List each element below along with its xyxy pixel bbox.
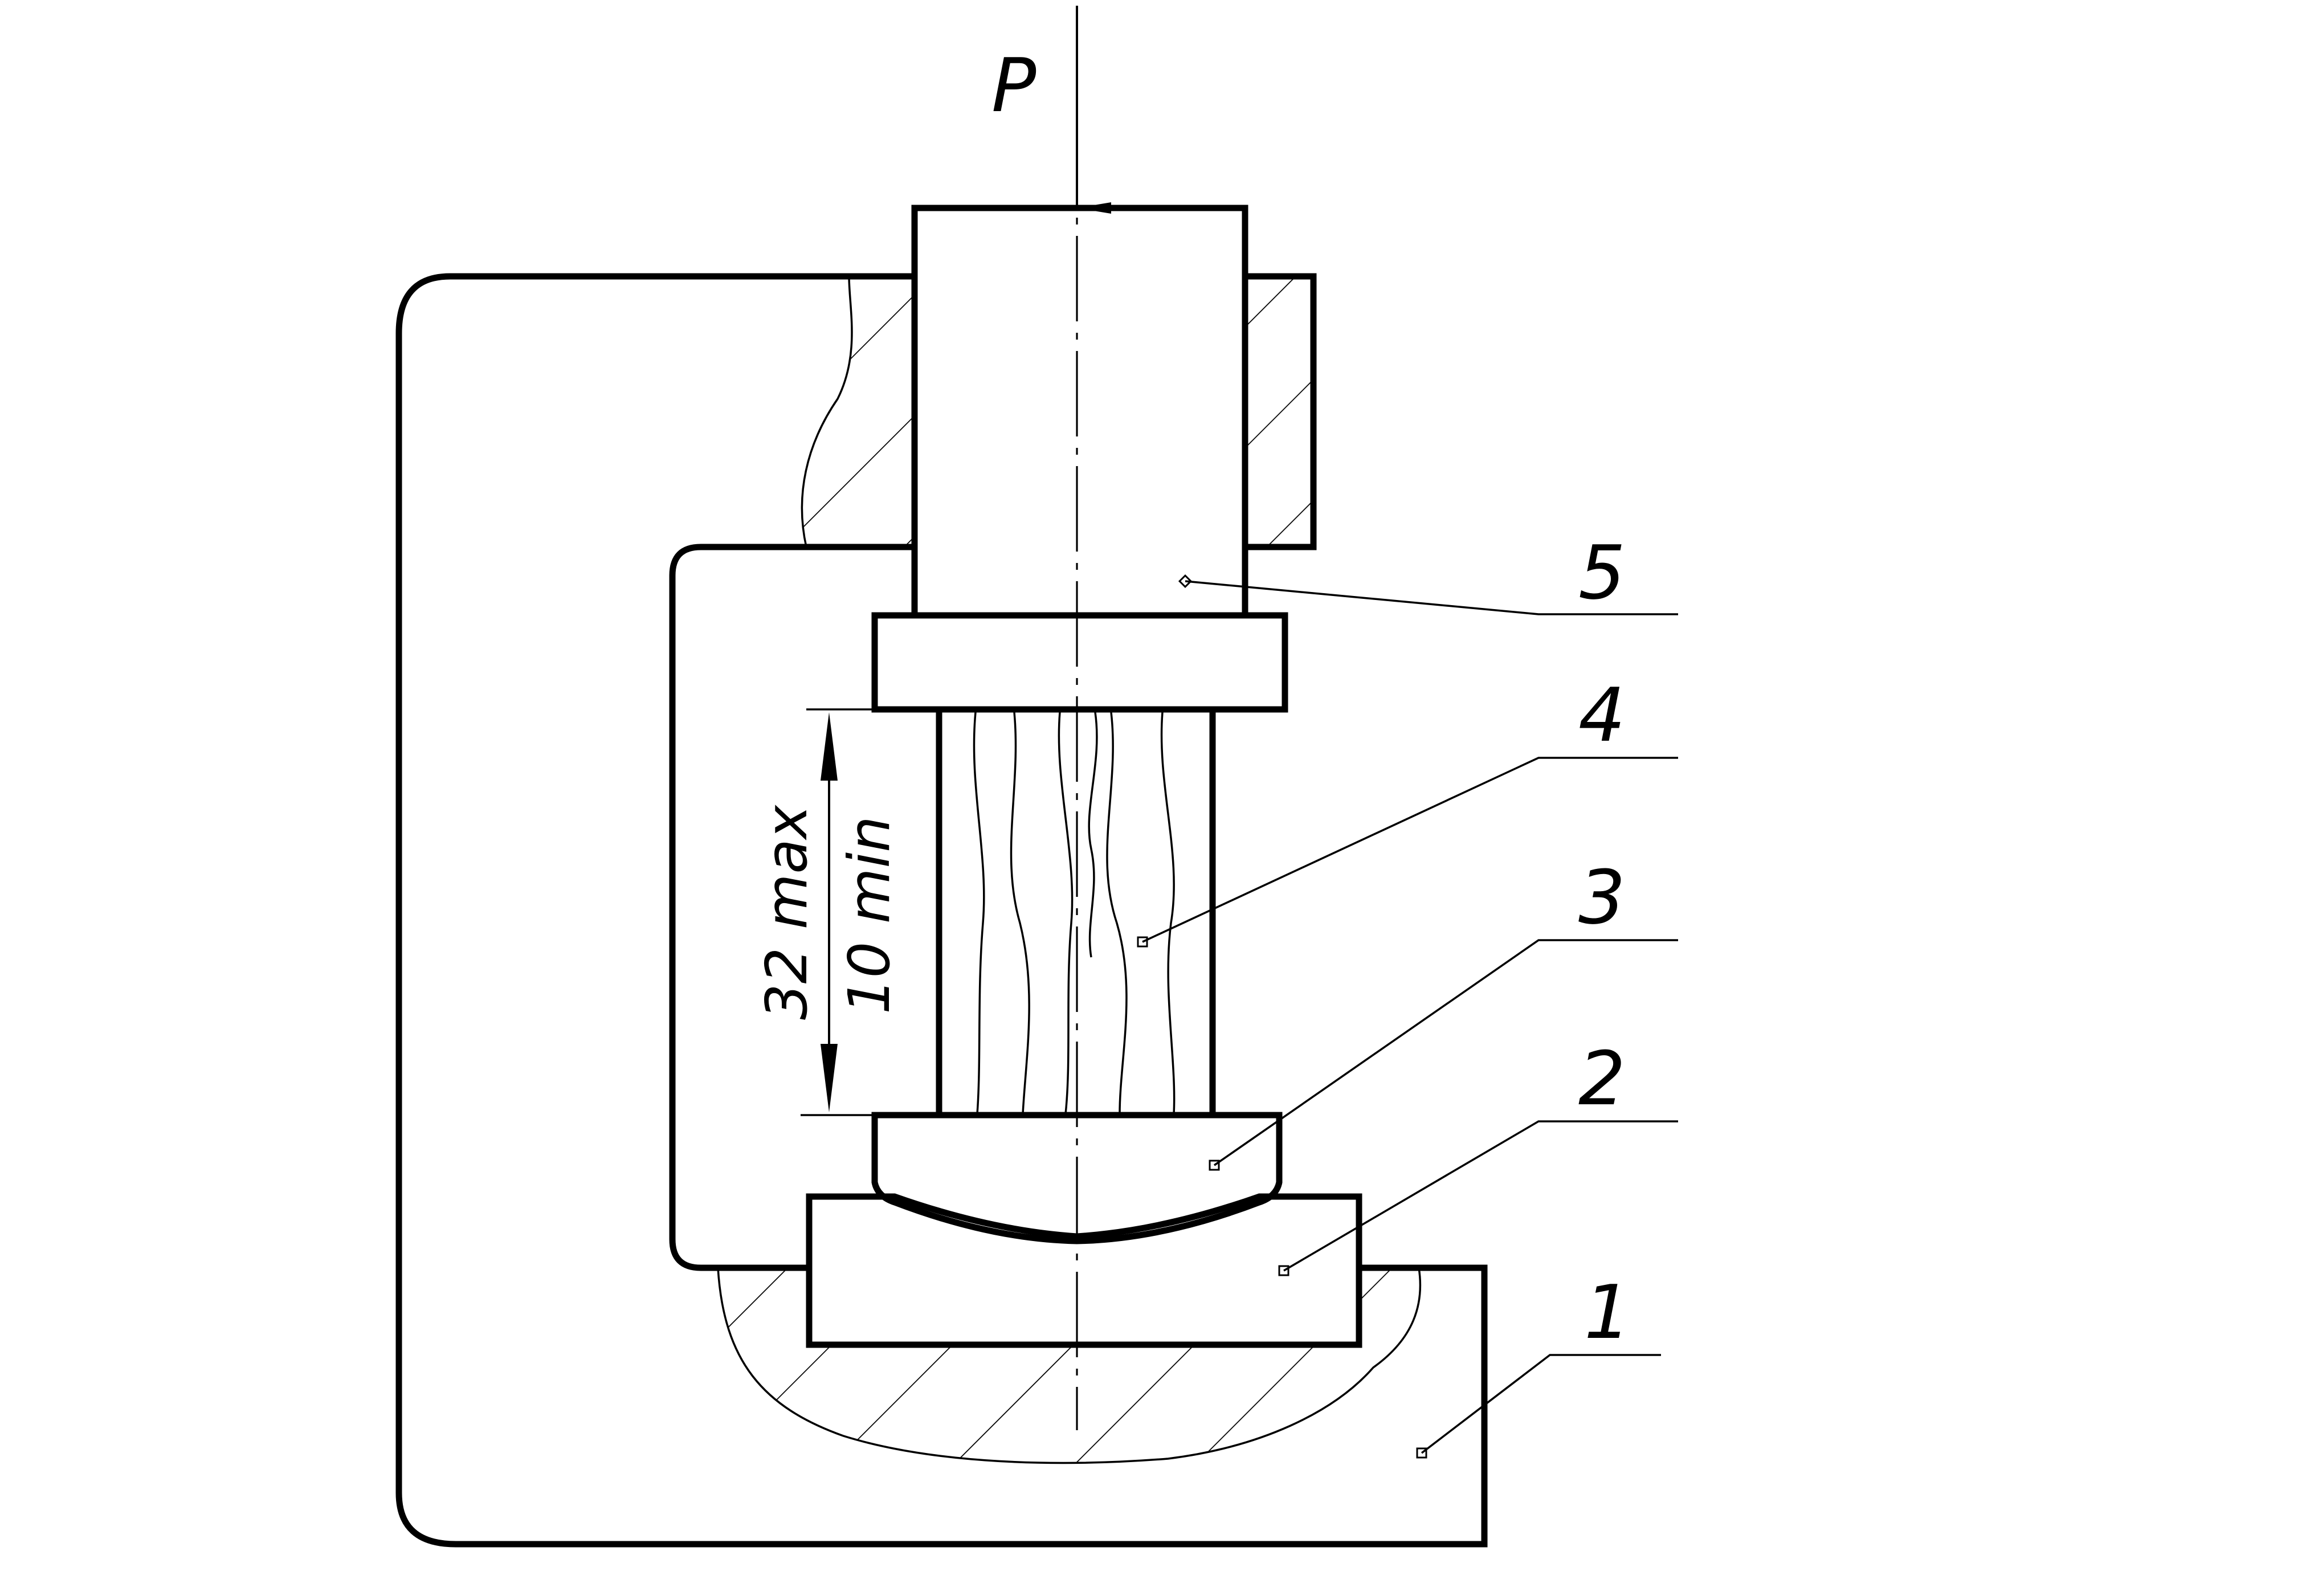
callout-5-number: 5 bbox=[1578, 529, 1626, 616]
frame-base-break bbox=[717, 1267, 1422, 1464]
plunger-flange bbox=[871, 612, 1288, 713]
callout-5: 5 bbox=[1178, 529, 1678, 616]
dimension-max-label: 32 max bbox=[753, 804, 820, 1020]
anvil-part-2 bbox=[806, 1193, 1362, 1348]
specimen-part-4 bbox=[936, 706, 1216, 1119]
callout-3-leader bbox=[1214, 939, 1678, 1166]
frame-upper-right-section bbox=[1245, 276, 1313, 547]
frame-upper-left-break bbox=[801, 276, 853, 548]
specimen-fiber-6 bbox=[1088, 712, 1098, 958]
frame-outline bbox=[395, 273, 1488, 1548]
frame-part-1 bbox=[395, 273, 1488, 1548]
callout-1-number: 1 bbox=[1584, 1269, 1631, 1356]
callout-4-leader bbox=[1142, 757, 1678, 943]
specimen-fiber-2 bbox=[1010, 712, 1030, 1115]
load-arrow: P bbox=[991, 6, 1111, 214]
callout-3: 3 bbox=[1209, 854, 1678, 1171]
callout-3-number: 3 bbox=[1578, 854, 1626, 941]
frame-base-section bbox=[718, 1268, 1421, 1463]
plunger-part-5 bbox=[871, 205, 1288, 713]
callout-2-leader bbox=[1283, 1120, 1678, 1272]
callout-4-number: 4 bbox=[1578, 672, 1626, 758]
frame-upper-left-section bbox=[802, 276, 915, 547]
callout-2: 2 bbox=[1278, 1035, 1678, 1276]
callout-4: 4 bbox=[1137, 672, 1678, 948]
specimen-fiber-4 bbox=[1106, 712, 1128, 1115]
dimension-arrow-top bbox=[821, 712, 838, 781]
dimension-min-label: 10 min bbox=[836, 816, 903, 1014]
callout-1: 1 bbox=[1416, 1269, 1661, 1459]
specimen-fiber-1 bbox=[973, 712, 985, 1115]
height-dimension: 32 max 10 min bbox=[753, 708, 937, 1116]
callout-5-leader bbox=[1185, 580, 1678, 615]
plunger-body bbox=[911, 205, 1248, 619]
specimen-fiber-3 bbox=[1058, 712, 1074, 1115]
callout-1-leader bbox=[1421, 1354, 1661, 1454]
dimension-arrow-bottom bbox=[821, 1044, 838, 1112]
anvil-body bbox=[806, 1193, 1362, 1348]
callout-2-number: 2 bbox=[1578, 1035, 1626, 1122]
load-label: P bbox=[991, 42, 1036, 129]
specimen-fiber-5 bbox=[1160, 712, 1176, 1115]
